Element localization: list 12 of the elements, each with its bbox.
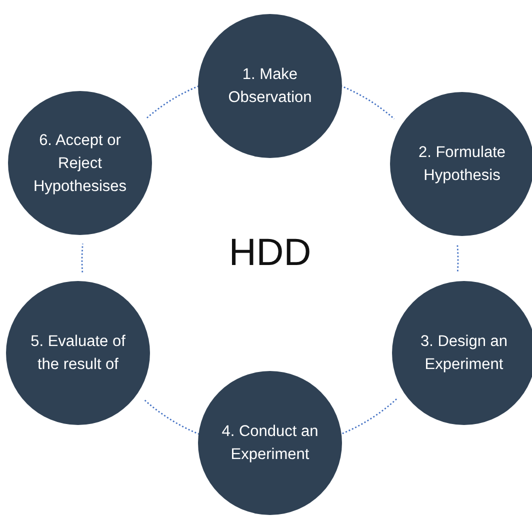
step-label: 3. Design an Experiment bbox=[419, 332, 509, 375]
diagram-title: HDD bbox=[228, 232, 312, 275]
dotted-connector bbox=[340, 398, 397, 435]
dotted-connector bbox=[146, 85, 200, 118]
step-label: 1. Make Observation bbox=[227, 65, 313, 108]
step-label: 5. Evaluate of the result of bbox=[30, 332, 126, 375]
dotted-connector bbox=[456, 245, 459, 272]
step-label: 2. Formulate Hypothesis bbox=[417, 143, 506, 186]
step-label: 4. Conduct an Experiment bbox=[220, 422, 320, 465]
dotted-connector bbox=[81, 244, 84, 272]
dotted-connector bbox=[144, 399, 200, 435]
step-label: 6. Accept or Reject Hypothesises bbox=[32, 130, 128, 196]
